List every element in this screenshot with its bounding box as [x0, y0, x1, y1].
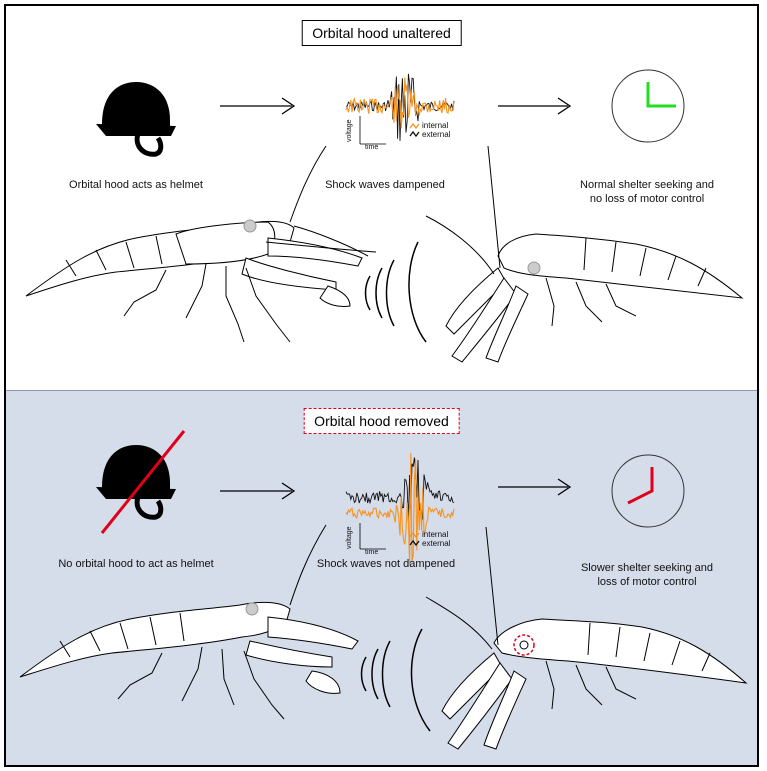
figure-frame: Orbital hood unaltered Orbital hood acts… [4, 4, 759, 767]
axis-label-voltage: voltage [346, 119, 353, 142]
outcome-caption: Normal shelter seeking and no loss of mo… [562, 178, 732, 206]
panel-orbital-hood-unaltered: Orbital hood unaltered Orbital hood acts… [6, 6, 757, 390]
waveform-legend: internal external [422, 530, 450, 548]
outcome-caption-line1: Normal shelter seeking and [562, 178, 732, 192]
panel-title-unaltered: Orbital hood unaltered [301, 20, 462, 46]
arrow-right-icon [220, 483, 294, 499]
helmet-caption: Orbital hood acts as helmet [56, 178, 216, 192]
axis-label-time: time [365, 549, 378, 556]
outcome-caption-line2: loss of motor control [562, 575, 732, 589]
arrow-right-icon [498, 479, 570, 495]
legend-external: external [422, 539, 450, 548]
panel-orbital-hood-removed: Orbital hood removed No orbital hood to … [6, 390, 757, 766]
sound-wave-icon [362, 629, 431, 731]
wave-caption: Shock waves not dampened [306, 557, 466, 571]
outcome-caption: Slower shelter seeking and loss of motor… [562, 561, 732, 589]
legend-internal: internal [422, 121, 450, 130]
axis-label-voltage: voltage [346, 526, 353, 549]
clock-icon [612, 455, 684, 527]
sound-wave-icon [366, 242, 427, 342]
panel-title-removed: Orbital hood removed [303, 408, 460, 434]
arrow-right-icon [498, 98, 570, 114]
helmet-caption: No orbital hood to act as helmet [46, 557, 226, 571]
axis-label-time: time [365, 144, 378, 151]
crayfish-illustration [20, 525, 358, 719]
clock-icon [612, 70, 684, 142]
helmet-icon [96, 82, 176, 154]
legend-internal: internal [422, 530, 450, 539]
wave-caption: Shock waves dampened [310, 178, 460, 192]
outcome-caption-line2: no loss of motor control [562, 192, 732, 206]
crayfish-illustration [26, 146, 376, 342]
outcome-caption-line1: Slower shelter seeking and [562, 561, 732, 575]
legend-external: external [422, 130, 450, 139]
arrow-right-icon [220, 98, 294, 114]
waveform-legend: internal external [422, 121, 450, 139]
